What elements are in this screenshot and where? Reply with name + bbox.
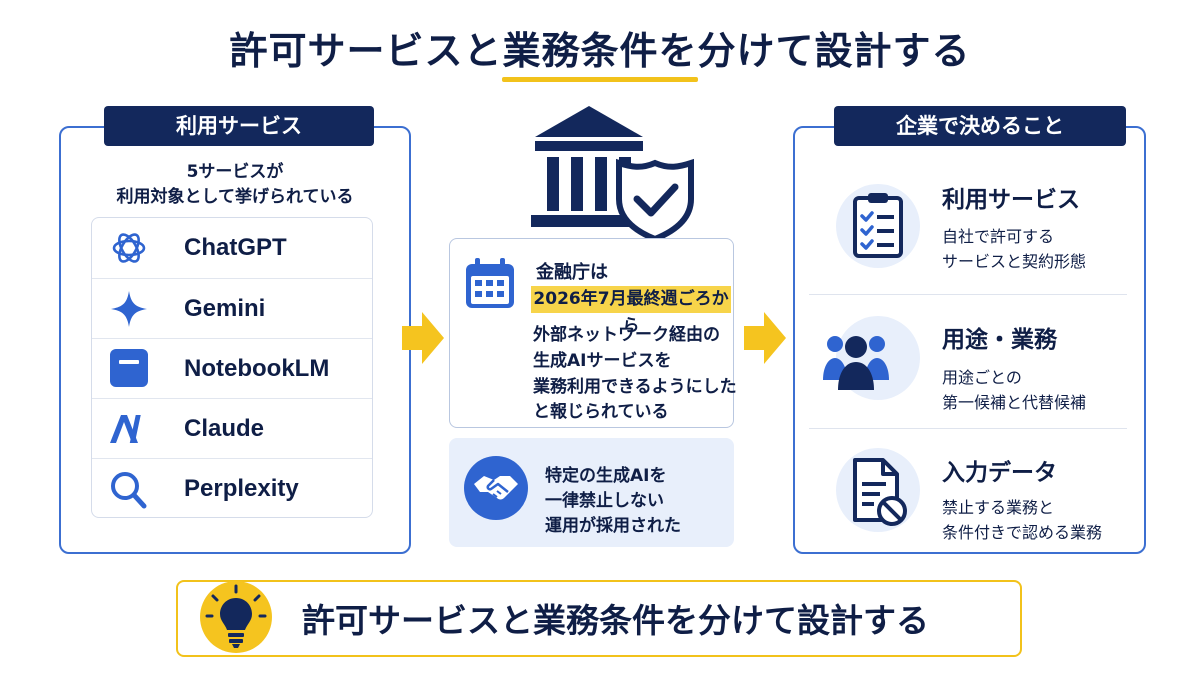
service-name: Claude <box>184 415 265 442</box>
item-desc-line: 用途ごとの <box>942 368 1022 387</box>
service-row-chatgpt: ChatGPT <box>92 218 372 278</box>
info-body-line: 業務利用できるようにした <box>533 377 737 397</box>
item-desc-line: 条件付きで認める業務 <box>942 523 1103 542</box>
info-highlight-date: 2026年7月最終週ごろから <box>531 286 731 336</box>
service-name: ChatGPT <box>184 234 287 261</box>
policy-text-line: 特定の生成AIを <box>545 466 667 486</box>
checklist-icon <box>853 193 903 258</box>
service-name: Perplexity <box>184 475 299 502</box>
info-body-line: 生成AIサービスを <box>533 351 672 371</box>
bank-shield-icon <box>531 106 694 243</box>
policy-text-line: 一律禁止しない <box>545 491 664 511</box>
service-row-perplexity: Perplexity <box>92 458 372 518</box>
item-title: 用途・業務 <box>942 327 1057 353</box>
item-desc-line: 第一候補と代替候補 <box>942 393 1087 412</box>
perplexity-icon <box>111 472 147 509</box>
notebooklm-icon <box>110 349 148 387</box>
divider <box>809 428 1127 429</box>
service-name: NotebookLM <box>184 355 330 382</box>
item-title: 利用サービス <box>942 187 1080 213</box>
item-desc-line: 禁止する業務と <box>942 498 1055 517</box>
info-head: 金融庁は <box>536 262 608 283</box>
service-row-gemini: Gemini <box>92 278 372 338</box>
policy-text-line: 運用が採用された <box>545 516 681 536</box>
company-decisions-label: 企業で決めること <box>834 106 1126 146</box>
chatgpt-icon <box>112 233 146 263</box>
banner-text: 許可サービスと業務条件を分けて設計する <box>302 601 929 640</box>
service-list: ChatGPT Gemini NotebookLM Claude Perplex… <box>91 217 373 518</box>
service-row-notebooklm: NotebookLM <box>92 338 372 398</box>
page-title: 許可サービスと業務条件を分けて設計する <box>229 29 971 73</box>
gemini-icon <box>111 291 147 327</box>
services-caption-line2: 利用対象として挙げられている <box>116 187 354 207</box>
service-row-claude: Claude <box>92 398 372 458</box>
divider <box>809 294 1127 295</box>
document-prohibited-icon <box>853 458 907 526</box>
arrow-right-icon <box>744 312 786 364</box>
lightbulb-icon <box>200 581 272 653</box>
title-underline <box>502 77 698 82</box>
item-title: 入力データ <box>942 460 1057 486</box>
services-caption-line1: 5サービスが <box>186 162 284 182</box>
calendar-icon <box>466 258 514 308</box>
info-card <box>449 238 734 428</box>
services-panel-label: 利用サービス <box>104 106 374 146</box>
info-body-line: 外部ネットワーク経由の <box>533 325 720 345</box>
users-icon <box>823 336 889 390</box>
handshake-icon <box>464 456 528 520</box>
arrow-right-icon <box>402 312 444 364</box>
item-desc-line: サービスと契約形態 <box>942 252 1087 271</box>
service-name: Gemini <box>184 295 266 322</box>
claude-icon <box>110 415 141 443</box>
info-body-line: と報じられている <box>533 402 669 422</box>
item-desc-line: 自社で許可する <box>942 227 1055 246</box>
summary-banner <box>176 580 1022 657</box>
